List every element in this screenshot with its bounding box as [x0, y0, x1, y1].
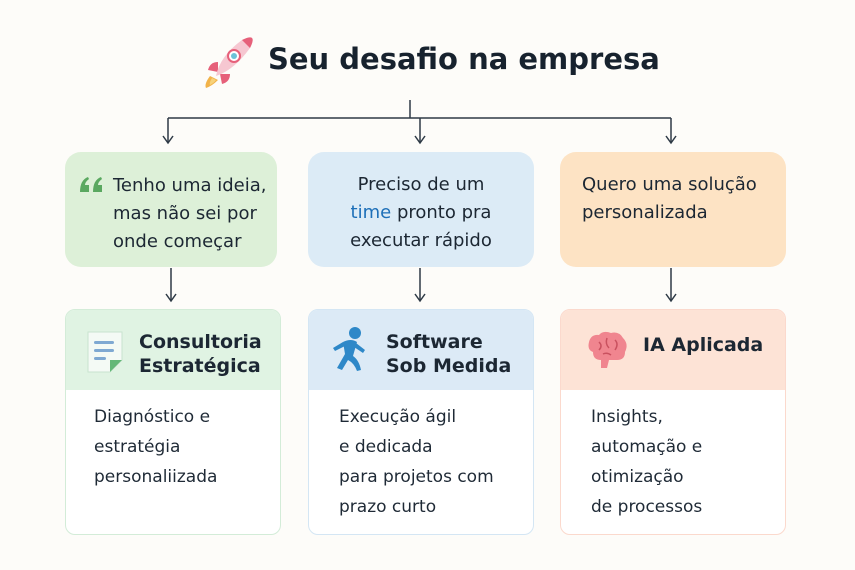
challenge-line: Quero uma solução	[582, 174, 757, 195]
card-title-line: Estratégica	[139, 355, 261, 377]
description-line: prazo curto	[339, 497, 437, 517]
document-icon	[87, 331, 123, 373]
rocket-icon	[205, 37, 253, 88]
description-line: Execução ágil	[339, 407, 457, 427]
challenge-line: Preciso de um	[357, 174, 485, 195]
page-title: Seu desafio na empresa	[268, 42, 660, 76]
description-line: de processos	[591, 497, 703, 517]
card-header: Consultoria Estratégica	[66, 310, 280, 390]
description-line: Diagnóstico e	[94, 407, 211, 427]
description-line: e dedicada	[339, 437, 433, 457]
description-line: estratégia	[94, 437, 181, 457]
challenge-line: executar rápido	[350, 230, 492, 251]
quote-icon	[80, 177, 102, 192]
brain-icon	[588, 331, 627, 368]
card-header: Software Sob Medida	[309, 310, 533, 390]
highlight-word: time	[350, 202, 392, 223]
service-card-ia: IA Aplicada Insights, automação e otimiz…	[560, 309, 786, 535]
challenge-line: Tenho uma ideia,	[113, 175, 267, 196]
card-title: Software Sob Medida	[386, 330, 511, 378]
card-header: IA Aplicada	[561, 310, 785, 390]
card-description: Diagnóstico e estratégia personaliizada	[94, 402, 217, 492]
challenge-box-custom: Quero uma solução personalizada	[560, 152, 786, 267]
service-card-consultoria: Consultoria Estratégica Diagnóstico e es…	[65, 309, 281, 535]
description-line: automação e	[591, 437, 703, 457]
challenge-box-team: Preciso de um time pronto pra executar r…	[308, 152, 534, 267]
card-title: Consultoria Estratégica	[139, 330, 262, 378]
card-title-line: Software	[386, 331, 483, 353]
description-line: para projetos com	[339, 467, 494, 487]
card-title-line: Consultoria	[139, 331, 262, 353]
card-title-line: IA Aplicada	[643, 334, 764, 356]
card-title-line: Sob Medida	[386, 355, 512, 377]
card-title: IA Aplicada	[643, 333, 763, 357]
description-line: otimização	[591, 467, 684, 487]
description-line: personaliizada	[94, 467, 218, 487]
description-line: Insights,	[591, 407, 663, 427]
challenge-line: onde começar	[113, 231, 242, 252]
challenge-box-idea: Tenho uma ideia, mas não sei por onde co…	[65, 152, 277, 267]
card-description: Insights, automação e otimização de proc…	[591, 402, 702, 522]
running-person-icon	[333, 327, 365, 371]
challenge-line: personalizada	[582, 202, 708, 223]
challenge-line: mas não sei por	[113, 203, 257, 224]
card-description: Execução ágil e dedicada para projetos c…	[339, 402, 494, 522]
service-card-software: Software Sob Medida Execução ágil e dedi…	[308, 309, 534, 535]
challenge-line-rest: pronto pra	[391, 202, 492, 223]
challenge-line: time pronto pra	[308, 199, 534, 227]
